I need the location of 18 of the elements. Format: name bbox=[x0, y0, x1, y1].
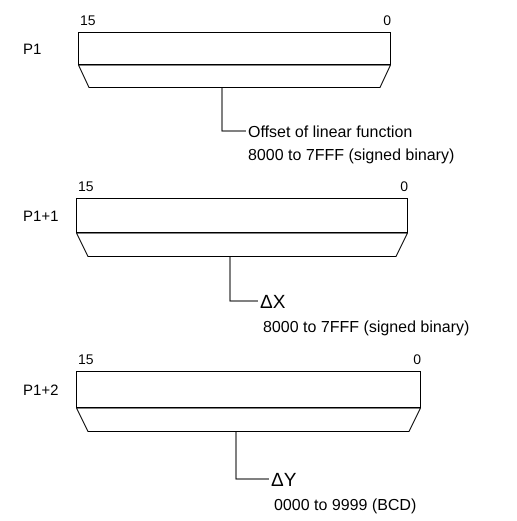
bit-number: 15 bbox=[80, 11, 96, 30]
value-range: 0000 to 9999 (BCD) bbox=[273, 496, 418, 516]
register-label: P1 bbox=[23, 40, 42, 60]
field-name: ΔX bbox=[260, 291, 286, 315]
leader-line bbox=[222, 88, 246, 132]
register-label: P1+1 bbox=[23, 206, 58, 226]
bit-number: 15 bbox=[78, 350, 94, 369]
leader-line bbox=[236, 432, 270, 480]
leader-line bbox=[230, 256, 258, 302]
bit-number: 0 bbox=[413, 350, 421, 369]
value-range: 8000 to 7FFF (signed binary) bbox=[248, 146, 456, 166]
field-name: Offset of linear function bbox=[248, 123, 414, 143]
bit-number: 0 bbox=[400, 177, 408, 196]
bit-number: 15 bbox=[78, 177, 94, 196]
bit-number: 0 bbox=[383, 11, 391, 30]
field-name: ΔY bbox=[271, 469, 298, 493]
value-range: 8000 to 7FFF (signed binary) bbox=[262, 318, 470, 338]
register-label: P1+2 bbox=[23, 380, 58, 400]
